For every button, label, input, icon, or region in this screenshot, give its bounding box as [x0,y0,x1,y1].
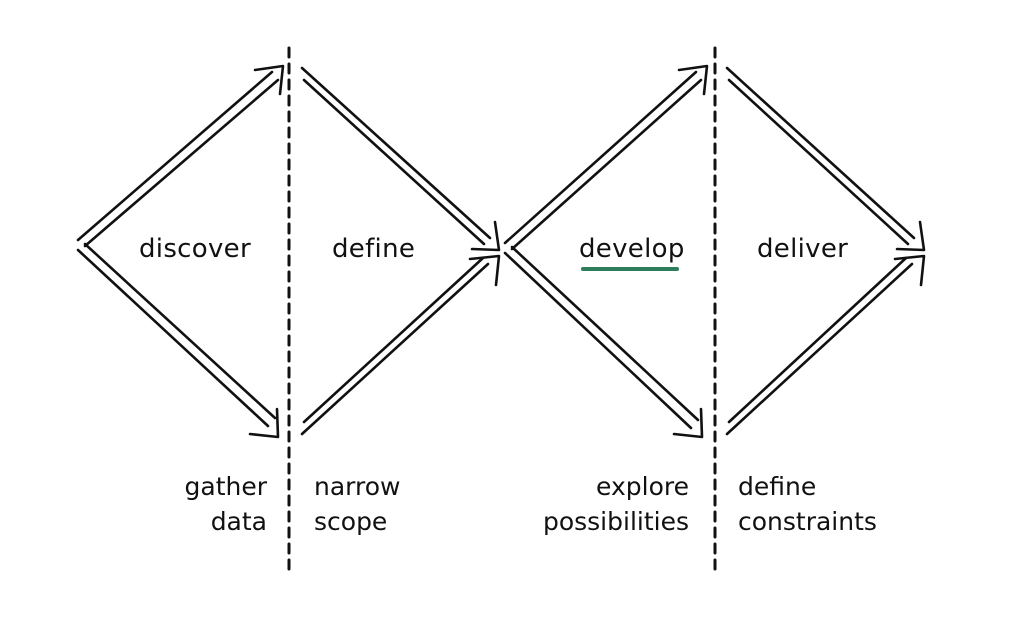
arrow-discover-down [76,242,280,439]
phase-label-develop: develop [579,234,685,264]
arrow-develop-up [503,64,709,251]
arrow-deliver-up [725,254,926,436]
arrow-define-down [300,66,501,252]
description-define: narrow scope [314,469,400,539]
description-define-line-1: narrow [314,472,401,501]
arrow-discover-up [76,64,285,248]
arrow-define-up [300,254,501,436]
develop-highlight-underline [581,267,679,271]
phase-label-define: define [332,234,416,264]
arrow-develop-down [503,245,704,439]
description-discover: gather data [185,469,268,539]
description-deliver-line-2: constraints [738,507,877,536]
description-discover-line-2: data [210,507,267,536]
arrow-deliver-down [725,66,926,252]
description-define-line-2: scope [314,507,388,536]
description-develop: explore possibilities [543,469,689,539]
description-discover-line-1: gather [184,472,268,501]
description-deliver: define constraints [738,469,877,539]
phase-label-discover: discover [139,234,251,264]
description-develop-line-1: explore [596,472,689,501]
phase-label-deliver: deliver [757,234,849,264]
description-deliver-line-1: define [738,472,817,501]
description-develop-line-2: possibilities [542,507,689,536]
